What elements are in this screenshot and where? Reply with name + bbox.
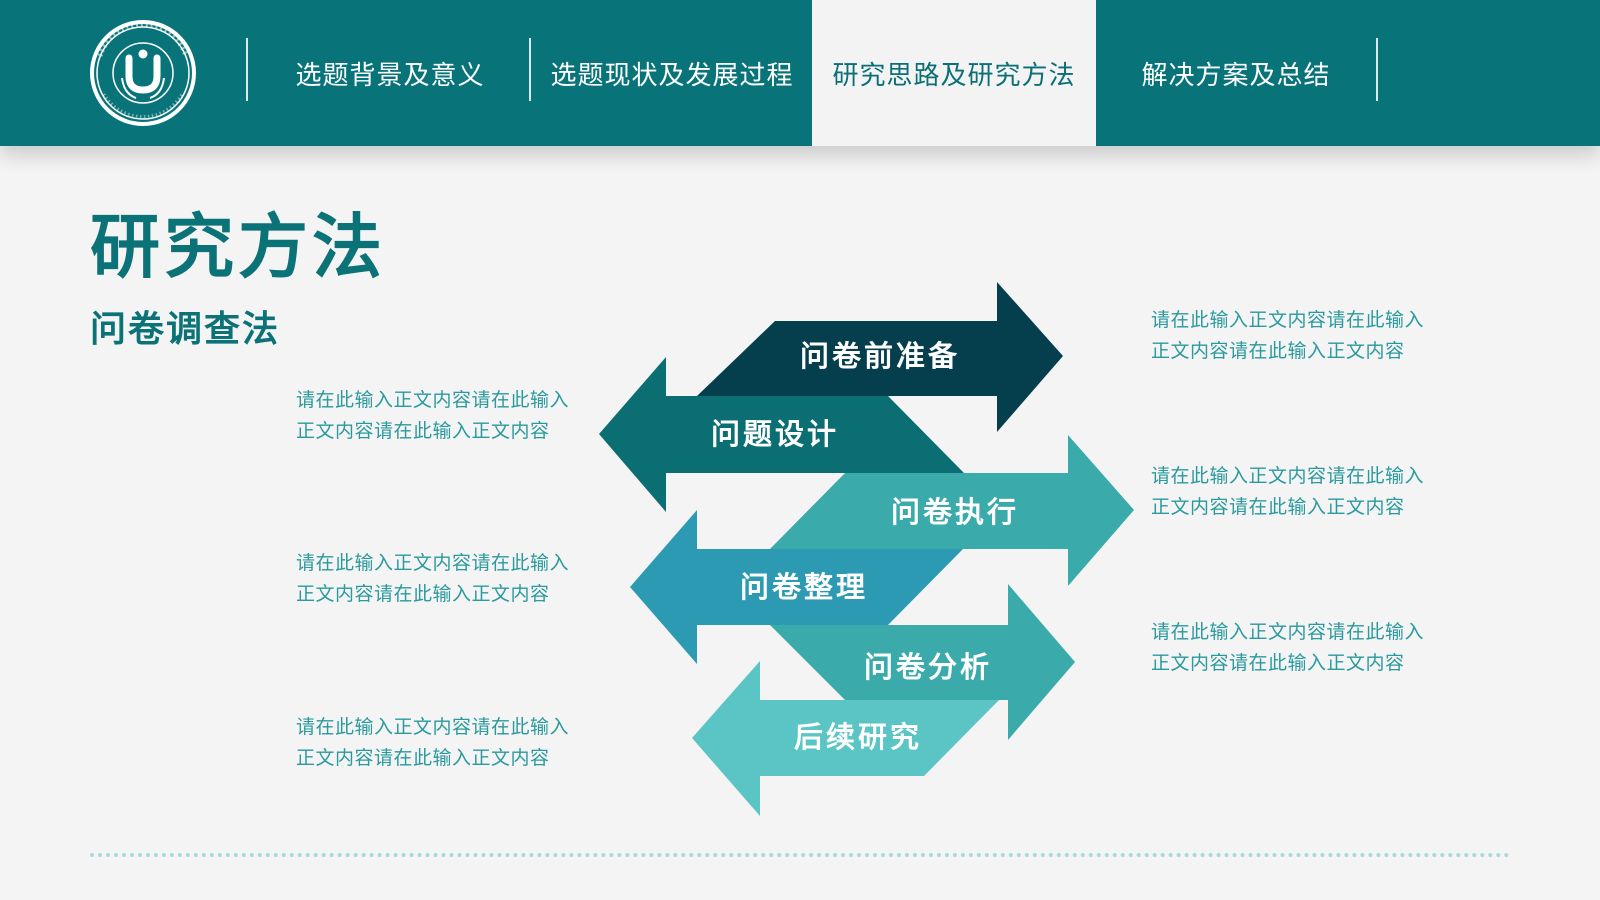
bottom-dotted-divider: [90, 853, 1510, 857]
step-arrow-2: 问题设计: [599, 357, 964, 512]
step-arrow-4: 问卷整理: [630, 510, 963, 664]
institute-logo[interactable]: [88, 18, 198, 128]
step-arrow-5: 问卷分析: [770, 584, 1075, 740]
tab-current-status[interactable]: 选题现状及发展过程: [550, 60, 794, 91]
left-body-text-3: 请在此输入正文内容请在此输入正文内容请在此输入正文内容: [296, 716, 570, 769]
nav-divider: [1376, 38, 1378, 101]
logo-emblem-icon: [90, 20, 196, 126]
top-navigation-bar: 选题背景及意义 选题现状及发展过程 研究思路及研究方法 解决方案及总结: [0, 0, 1600, 146]
step-label-3: 问卷执行: [891, 495, 1019, 529]
step-label-6: 后续研究: [794, 720, 922, 754]
tab-background-significance[interactable]: 选题背景及意义: [295, 60, 485, 91]
page-title: 研究方法: [90, 206, 386, 288]
nav-divider: [246, 38, 248, 101]
step-arrow-6: 后续研究: [692, 661, 999, 816]
left-body-text-1: 请在此输入正文内容请在此输入正文内容请在此输入正文内容: [296, 389, 570, 442]
right-body-text-1: 请在此输入正文内容请在此输入正文内容请在此输入正文内容: [1151, 309, 1425, 362]
step-label-5: 问卷分析: [864, 650, 992, 684]
step-arrow-1: 问卷前准备: [697, 282, 1063, 432]
step-arrow-3: 问卷执行: [770, 435, 1134, 586]
step-label-1: 问卷前准备: [800, 339, 960, 373]
page-subtitle: 问卷调查法: [90, 309, 281, 350]
tab-solutions-summary[interactable]: 解决方案及总结: [1141, 60, 1331, 91]
tab-research-methods[interactable]: 研究思路及研究方法: [812, 0, 1096, 146]
step-label-2: 问题设计: [711, 417, 839, 451]
right-body-text-3: 请在此输入正文内容请在此输入正文内容请在此输入正文内容: [1151, 621, 1425, 674]
nav-divider: [529, 38, 531, 101]
left-body-text-2: 请在此输入正文内容请在此输入正文内容请在此输入正文内容: [296, 552, 570, 605]
right-body-text-2: 请在此输入正文内容请在此输入正文内容请在此输入正文内容: [1151, 465, 1425, 518]
step-label-4: 问卷整理: [740, 570, 868, 604]
